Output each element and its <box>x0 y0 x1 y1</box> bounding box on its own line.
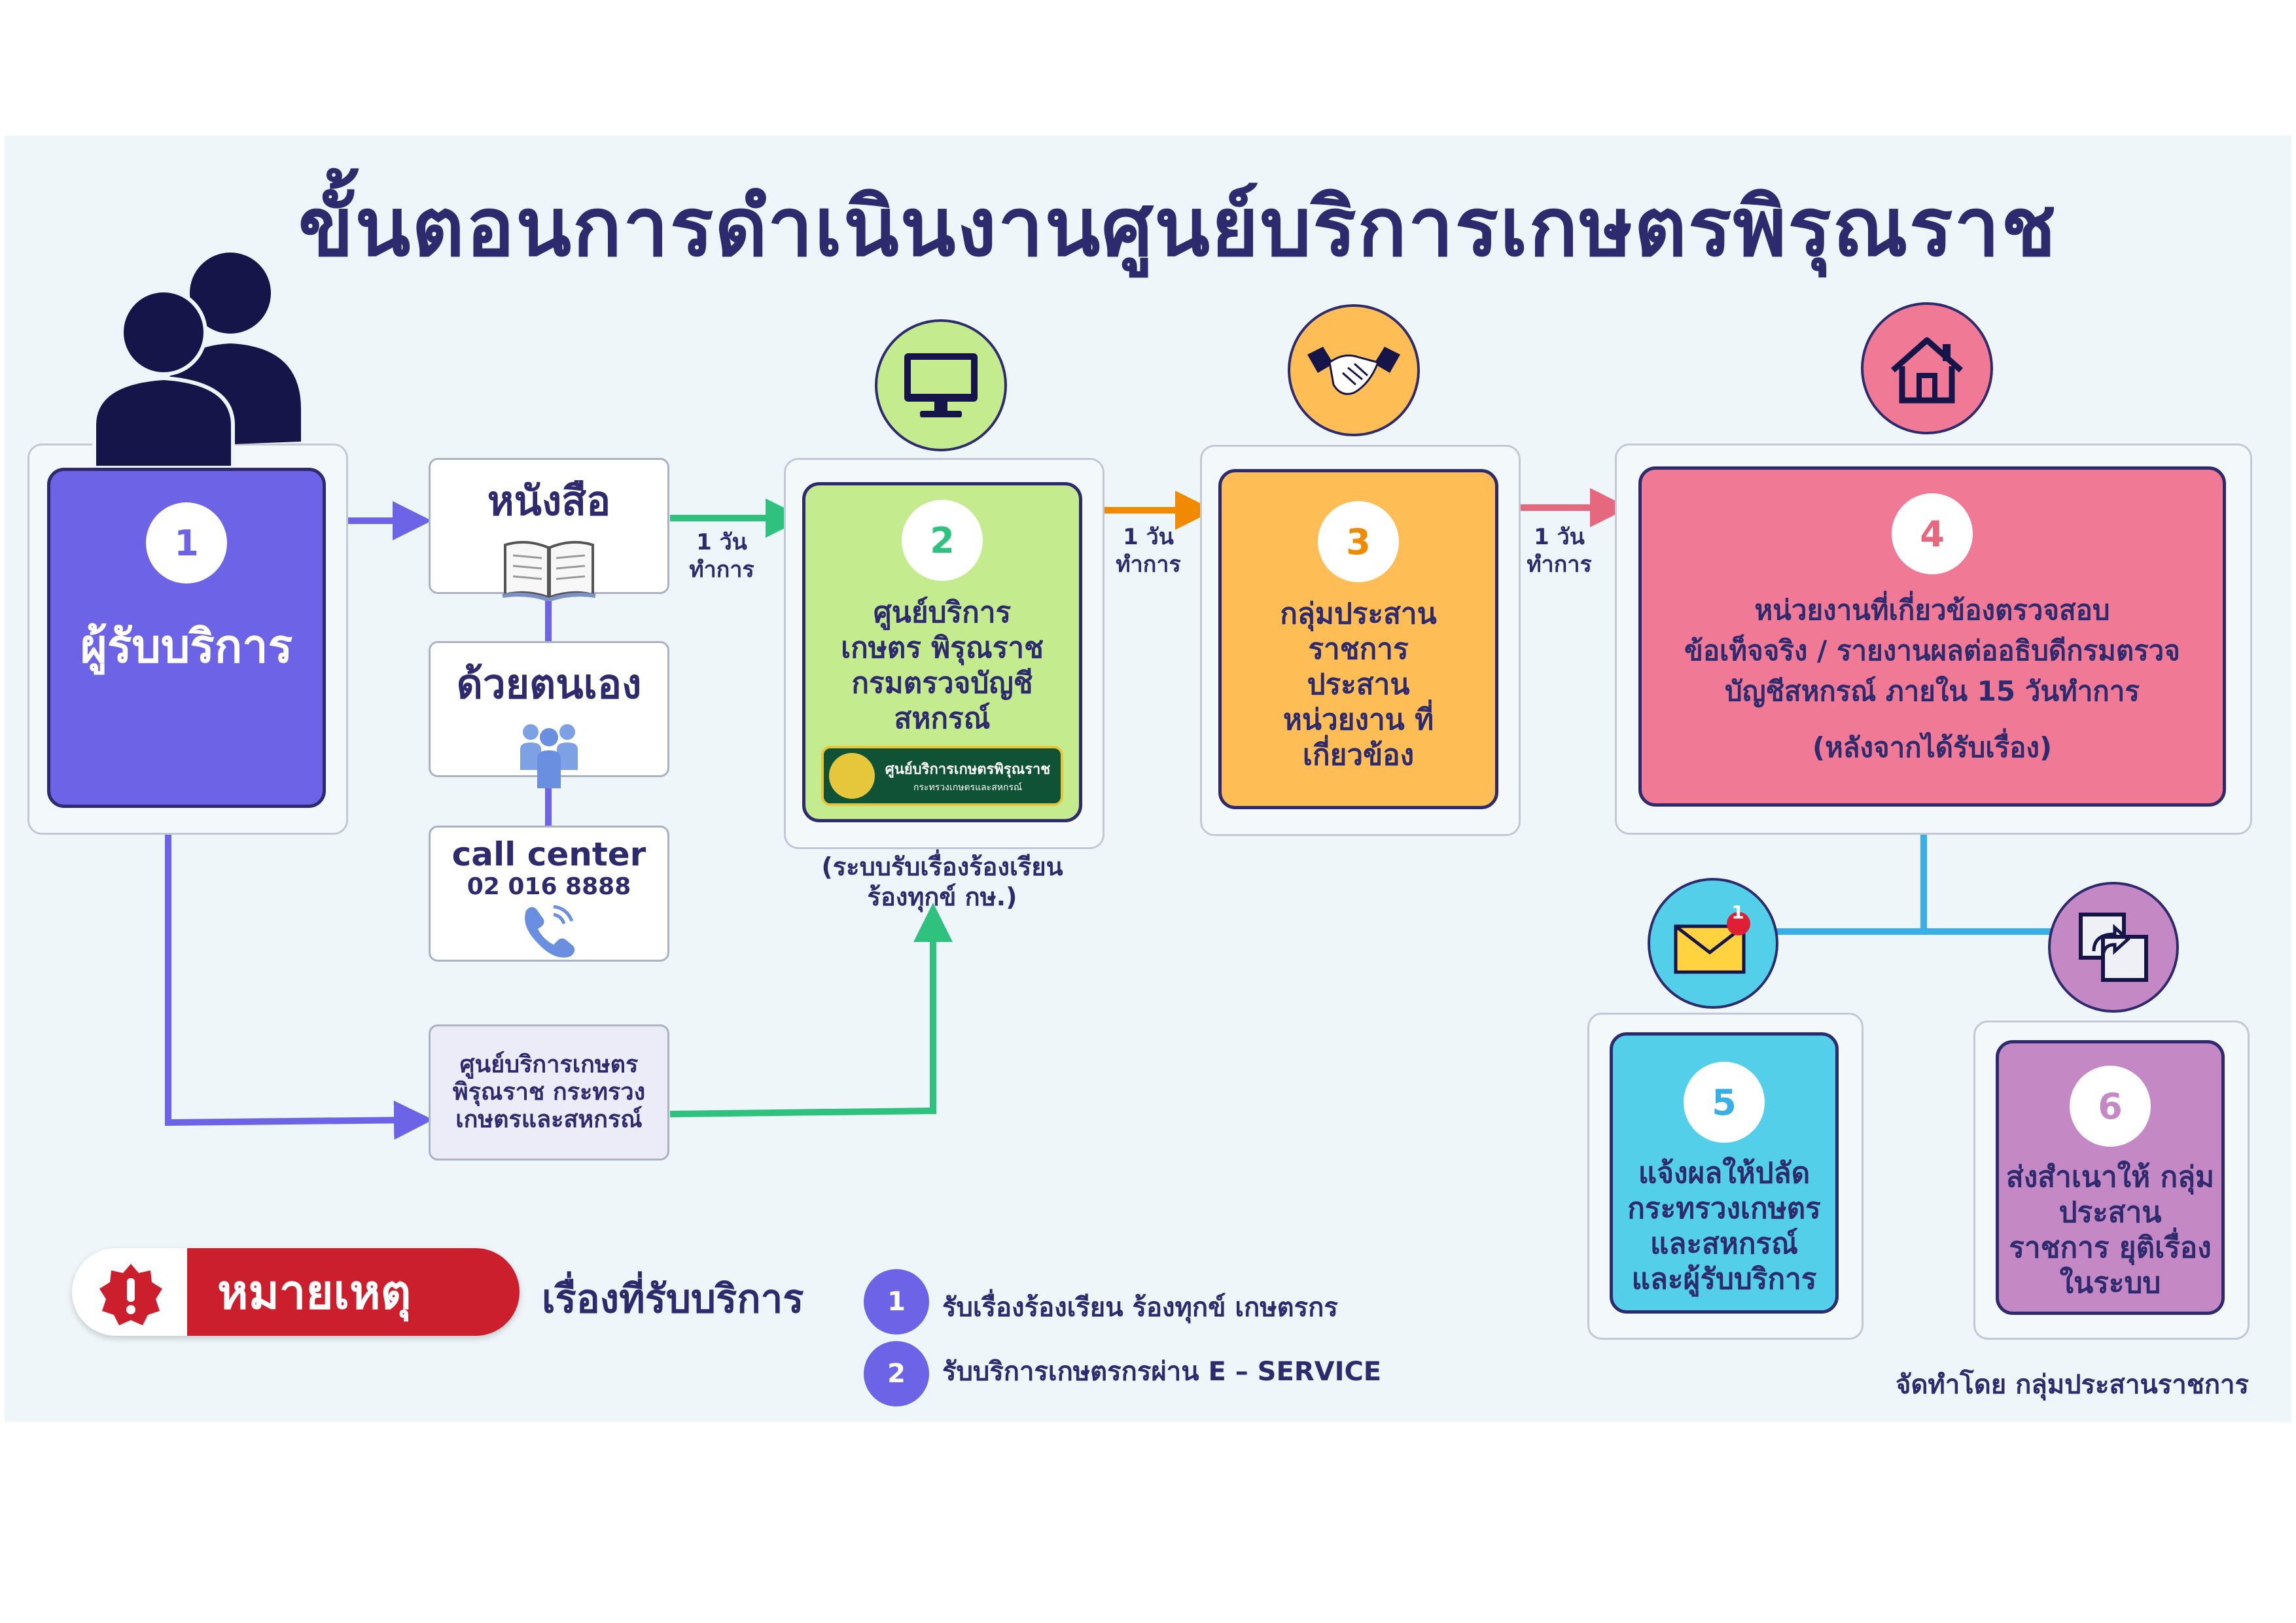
step4-line4: (หลังจากได้รับเรื่อง) <box>1812 731 2053 763</box>
note-label: หมายเหตุ <box>187 1248 520 1336</box>
phone-icon <box>520 901 578 960</box>
step3-text: กลุ่มประสาน ราชการ ประสาน หน่วยงาน ที่เก… <box>1280 597 1437 772</box>
channel-in-person: ด้วยตนเอง <box>429 641 669 788</box>
alert-icon <box>98 1263 164 1331</box>
step6-number: 6 <box>2070 1066 2151 1147</box>
step6-text: ส่งสำเนาให้ กลุ่มประสาน ราชการ ยุติเรื่อ… <box>2005 1161 2215 1300</box>
credit-text: จัดทำโดย กลุ่มประสานราชการ <box>1896 1370 2249 1400</box>
channel-call-center: call center 02 016 8888 <box>429 826 669 962</box>
channel-letter-label: หนังสือ <box>487 477 611 525</box>
copy-icon <box>2048 882 2179 1013</box>
step4-card: 4 หน่วยงานที่เกี่ยวข้องตรวจสอบ ข้อเท็จจร… <box>1638 466 2226 807</box>
step2-text: ศูนย์บริการเกษตร พิรุณราช กรมตรวจบัญชี ส… <box>841 596 1044 735</box>
step4-line1: หน่วยงานที่เกี่ยวข้องตรวจสอบ <box>1754 594 2110 626</box>
step1-label: ผู้รับบริการ <box>80 620 293 673</box>
arrow-step1-to-service-center <box>165 809 433 1140</box>
logo-text: ศูนย์บริการเกษตรพิรุณราช <box>885 761 1051 778</box>
step1-card: 1 ผู้รับบริการ <box>47 468 326 808</box>
group-icon <box>516 718 582 792</box>
step4-line3: บัญชีสหกรณ์ ภายใน 15 วันทำการ <box>1725 675 2140 707</box>
step2-logo: ศูนย์บริการเกษตรพิรุณราช กระทรวงเกษตรและ… <box>821 746 1063 806</box>
channel-service-center: ศูนย์บริการเกษตร พิรุณราช กระทรวง เกษตรแ… <box>429 1024 669 1161</box>
step1-number: 1 <box>146 502 227 584</box>
channel-letter: หนังสือ <box>429 458 669 602</box>
call-center-label: call center <box>451 835 646 873</box>
step3-card: 3 กลุ่มประสาน ราชการ ประสาน หน่วยงาน ที่… <box>1218 469 1498 809</box>
channel-in-person-label: ด้วยตนเอง <box>456 660 642 708</box>
step5-text: แจ้งผลให้ปลัด กระทรวงเกษตร และสหกรณ์ และ… <box>1627 1157 1821 1296</box>
computer-icon <box>875 319 1007 451</box>
step5-card: 5 แจ้งผลให้ปลัด กระทรวงเกษตร และสหกรณ์ แ… <box>1610 1032 1839 1314</box>
arrow-service-center-to-step2 <box>669 903 953 1117</box>
step3-number: 3 <box>1318 501 1399 582</box>
logo-subtext: กระทรวงเกษตรและสหกรณ์ <box>913 782 1022 793</box>
step6-card: 6 ส่งสำเนาให้ กลุ่มประสาน ราชการ ยุติเรื… <box>1996 1040 2225 1315</box>
line-step4-branch <box>1760 832 2055 935</box>
mail-badge-count: 1 <box>1731 901 1744 923</box>
step4-number: 4 <box>1892 493 1973 574</box>
page-title: ขั้นตอนการดำเนินงานศูนย์บริการเกษตรพิรุณ… <box>298 181 2058 275</box>
service-center-label: ศูนย์บริการเกษตร พิรุณราช กระทรวง เกษตรแ… <box>452 1051 646 1133</box>
logo-icon <box>829 753 875 799</box>
people-icon <box>85 249 308 470</box>
note-badge: หมายเหตุ <box>72 1248 520 1336</box>
legend-number-2: 2 <box>864 1341 929 1406</box>
book-icon <box>500 536 598 604</box>
duration-1: 1 วันทำการ <box>689 529 754 583</box>
duration-3: 1 วันทำการ <box>1527 524 1592 578</box>
step2-card: 2 ศูนย์บริการเกษตร พิรุณราช กรมตรวจบัญชี… <box>802 482 1082 822</box>
step5-number: 5 <box>1684 1062 1765 1143</box>
legend-text-2: รับบริการเกษตรกรผ่าน E – SERVICE <box>942 1357 1382 1387</box>
step2-caption: (ระบบรับเรื่องร้องเรียน ร้องทุกข์ กษ.) <box>821 852 1063 911</box>
call-center-phone: 02 016 8888 <box>467 873 631 900</box>
house-icon <box>1861 302 1993 434</box>
step2-number: 2 <box>902 500 983 581</box>
duration-2: 1 วันทำการ <box>1116 524 1181 578</box>
step4-line2: ข้อเท็จจริง / รายงานผลต่ออธิบดีกรมตรวจ <box>1684 635 2180 667</box>
legend-number-1: 1 <box>864 1269 929 1335</box>
legend-text-1: รับเรื่องร้องเรียน ร้องทุกข์ เกษตรกร <box>942 1293 1338 1323</box>
mail-icon <box>1648 878 1778 1009</box>
handshake-icon <box>1288 304 1420 436</box>
note-heading: เรื่องที่รับบริการ <box>542 1276 804 1322</box>
